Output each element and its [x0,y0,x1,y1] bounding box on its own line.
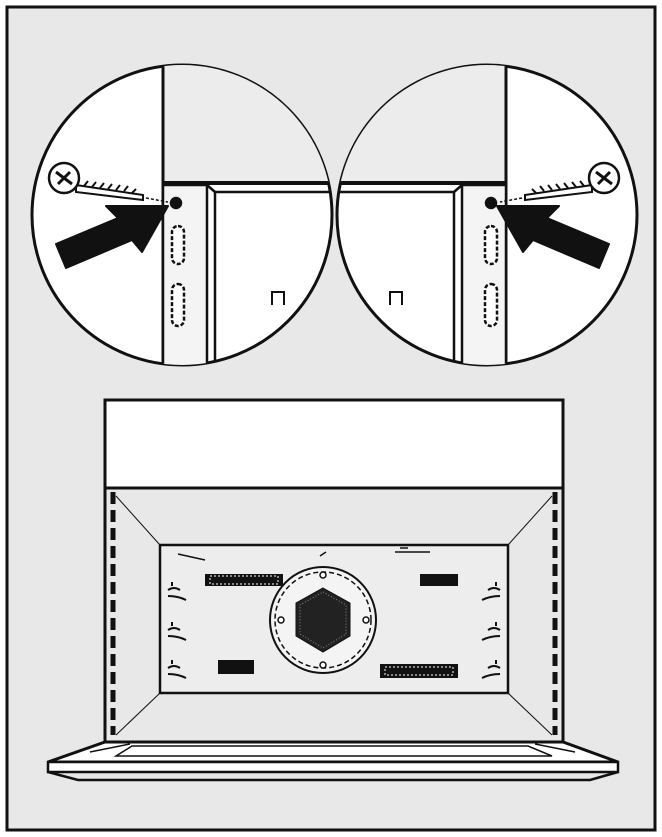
arrow-icon [55,205,169,269]
right-detail-callout [335,63,639,367]
oven-side-frame [460,183,508,365]
oven-body [46,398,620,782]
arrow-icon [496,205,610,269]
oven-top-panel [103,398,565,490]
left-shelf-supports [167,582,187,679]
left-detail-callout [30,63,334,367]
screw-hole [484,196,498,210]
screw-icon [47,161,169,203]
oven-side-frame [161,183,209,365]
screw-icon [499,161,621,203]
fan-cover [269,566,377,674]
screw-hole [169,196,183,210]
right-shelf-supports [481,582,501,679]
oven-door [46,740,620,782]
